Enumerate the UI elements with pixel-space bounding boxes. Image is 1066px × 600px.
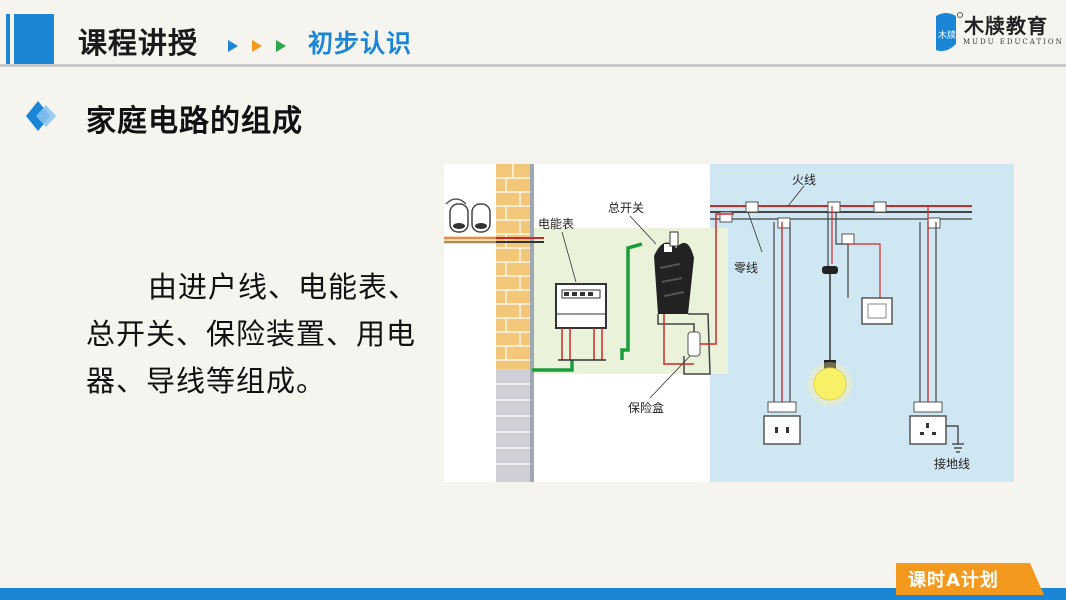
outlet-left bbox=[763, 401, 801, 445]
label-main-switch: 总开关 bbox=[608, 201, 644, 215]
label-ground-wire: 接地线 bbox=[934, 456, 970, 471]
diamond-bullet-icon bbox=[26, 101, 56, 131]
household-circuit-diagram: 火线 总开关 电能表 零线 保险盒 接地线 bbox=[444, 164, 1014, 482]
logo-mark-icon: 木牍 bbox=[936, 12, 963, 52]
logo-name: 木牍教育 bbox=[964, 14, 1048, 38]
header-title: 课程讲授 bbox=[78, 26, 199, 60]
main-switch bbox=[654, 231, 694, 314]
house-wiring bbox=[700, 201, 972, 402]
header-accent-thin bbox=[6, 14, 10, 64]
light-bulb-icon bbox=[808, 274, 852, 406]
header-accent-block bbox=[14, 14, 54, 64]
label-neutral-wire: 零线 bbox=[734, 261, 758, 275]
logo-mark-text: 木牍 bbox=[938, 29, 956, 41]
footer-badge-text: 课时A计划 bbox=[908, 570, 999, 591]
footer-band bbox=[0, 588, 1066, 600]
logo-name-en: MUDU EDUCATION bbox=[963, 38, 1064, 46]
body-paragraph: 由进户线、电能表、总开关、保险装置、用电器、导线等组成。 bbox=[86, 270, 419, 398]
header-subtitle: 初步认识 bbox=[308, 29, 413, 58]
arrow-icons bbox=[228, 40, 286, 52]
label-meter: 电能表 bbox=[538, 217, 574, 231]
section-title: 家庭电路的组成 bbox=[86, 104, 303, 139]
label-live-wire: 火线 bbox=[792, 173, 816, 187]
electric-meter bbox=[555, 283, 607, 361]
label-fuse-box: 保险盒 bbox=[628, 400, 664, 415]
outlet-right bbox=[909, 401, 964, 453]
fuse-box bbox=[657, 313, 711, 375]
brick-wall bbox=[496, 164, 534, 482]
footer-badge-shape bbox=[896, 563, 1044, 595]
header-divider bbox=[0, 64, 1066, 67]
header-bar: 课程讲授 初步认识 木牍 木牍教育 MUDU EDUCATION bbox=[0, 0, 1066, 67]
service-entrance bbox=[444, 198, 544, 244]
lamp-holder bbox=[822, 266, 838, 274]
light-switch bbox=[861, 297, 893, 325]
